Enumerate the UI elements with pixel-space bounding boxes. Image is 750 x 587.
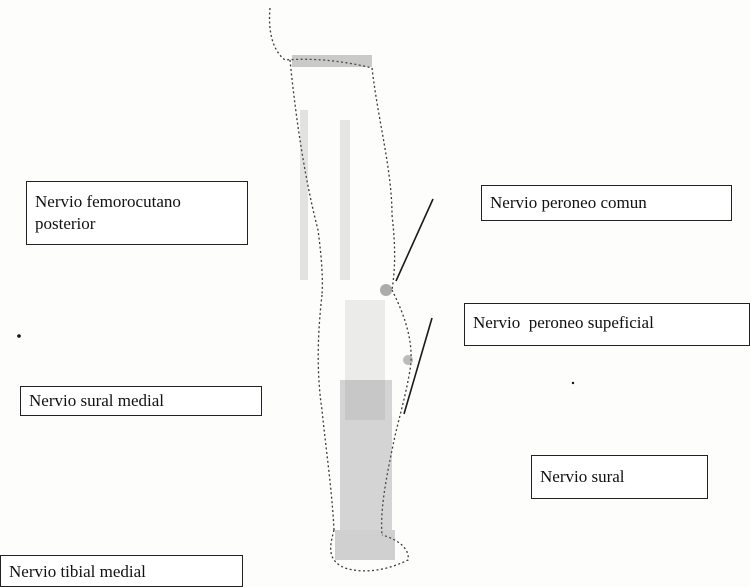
label-nervio-tibial-medial: Nervio tibial medial: [0, 555, 243, 587]
label-nervio-peroneo-superficial: Nervio peroneo supeficial: [464, 303, 750, 346]
label-nervio-peroneo-comun: Nervio peroneo comun: [481, 185, 732, 221]
label-text: Nervio sural medial: [29, 391, 164, 410]
label-nervio-femorocutano-posterior: Nervio femorocutano posterior: [26, 181, 248, 245]
stray-dot: [17, 334, 21, 338]
label-text: Nervio peroneo supeficial: [473, 313, 654, 332]
label-text: Nervio tibial medial: [9, 562, 146, 581]
stray-dot: [572, 382, 574, 384]
label-text: Nervio sural: [540, 467, 625, 486]
label-text: Nervio femorocutano posterior: [35, 192, 181, 233]
label-nervio-sural: Nervio sural: [531, 455, 708, 499]
leg-shading: [292, 55, 413, 560]
label-text: Nervio peroneo comun: [490, 193, 647, 212]
label-nervio-sural-medial: Nervio sural medial: [20, 386, 262, 416]
pointer-line-peroneo-comun: [396, 199, 433, 281]
